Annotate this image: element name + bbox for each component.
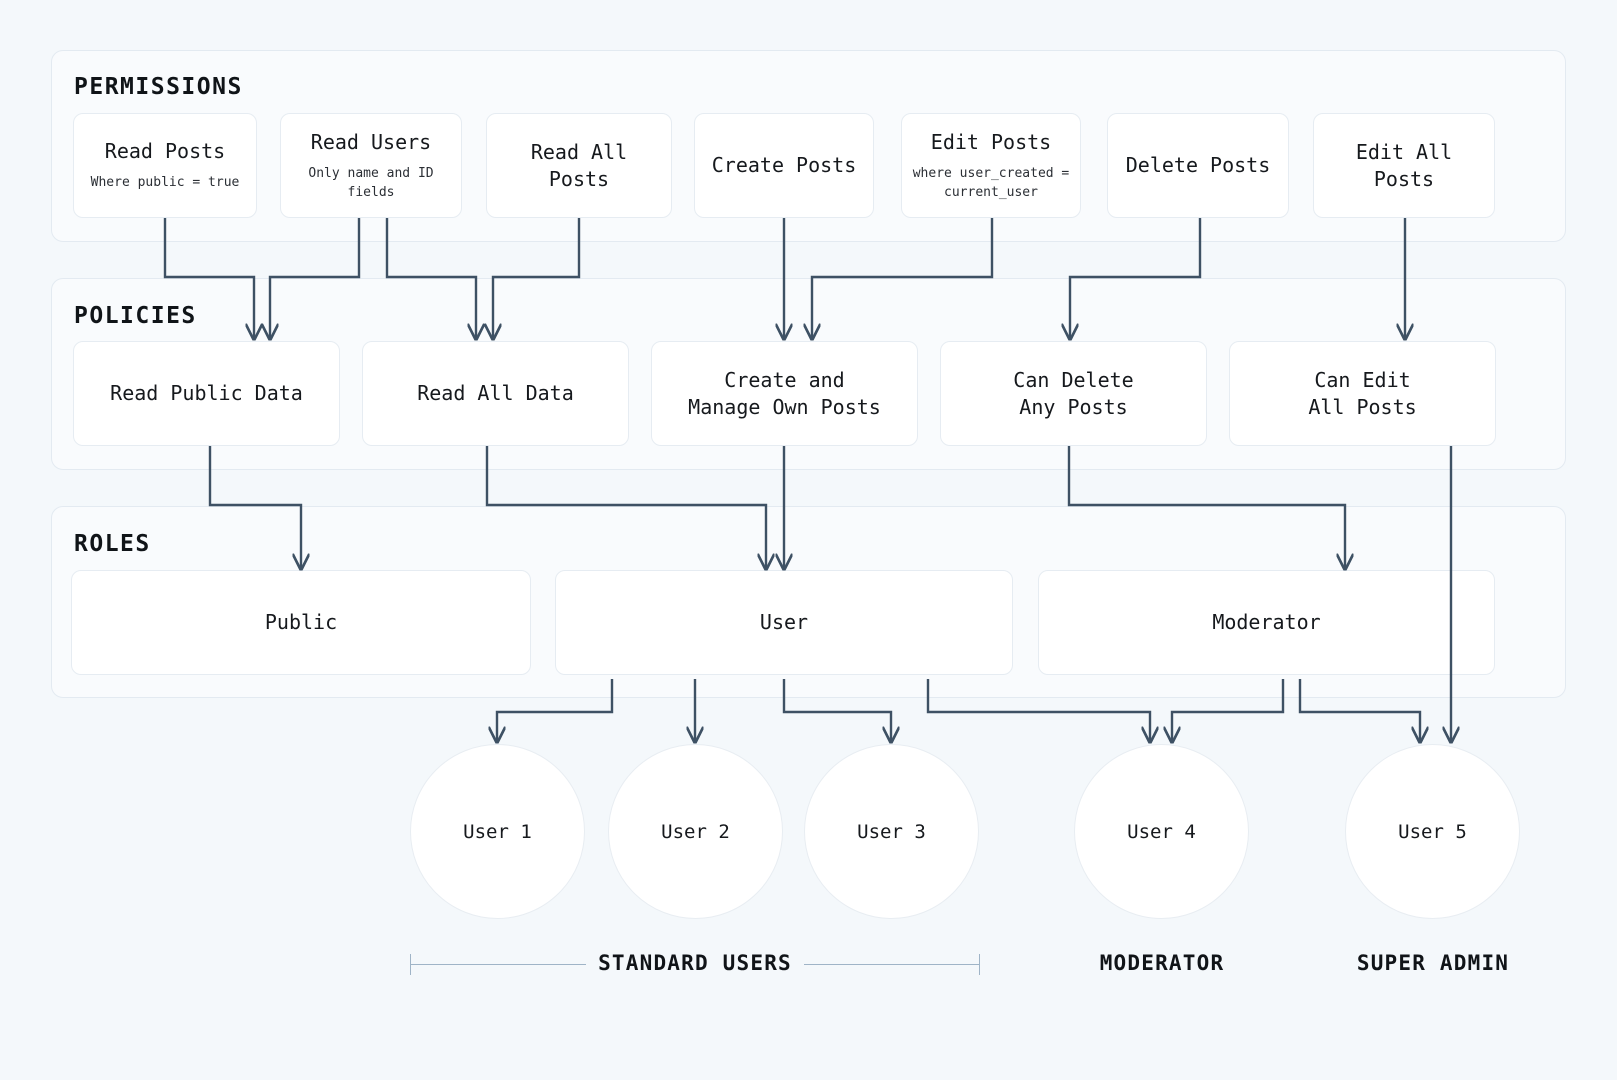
policy-label: Can Edit All Posts — [1308, 367, 1417, 419]
permission-sublabel: where user_created = current_user — [912, 166, 1070, 200]
role-node-moderator[interactable]: Moderator — [1038, 570, 1495, 675]
role-label: User — [759, 610, 809, 634]
permission-node-read-users[interactable]: Read Users Only name and ID fields — [280, 113, 462, 218]
policy-label: Can Delete Any Posts — [1013, 367, 1134, 419]
section-title-roles: ROLES — [74, 531, 151, 557]
user-circle-5[interactable]: User 5 — [1345, 744, 1520, 919]
standard-users-bracket — [410, 950, 980, 980]
permission-node-read-all-posts[interactable]: Read All Posts — [486, 113, 672, 218]
permission-node-edit-posts[interactable]: Edit Posts where user_created = current_… — [901, 113, 1081, 218]
bracket-line-right — [804, 964, 980, 965]
role-label: Moderator — [1212, 610, 1321, 634]
group-label-moderator: MODERATOR — [1099, 951, 1225, 975]
user-circle-4[interactable]: User 4 — [1074, 744, 1249, 919]
user-label: User 1 — [463, 820, 532, 843]
user-circle-1[interactable]: User 1 — [410, 744, 585, 919]
permission-node-delete-posts[interactable]: Delete Posts — [1107, 113, 1289, 218]
policy-node-can-edit-all-posts[interactable]: Can Edit All Posts — [1229, 341, 1496, 446]
permission-label: Delete Posts — [1125, 153, 1271, 177]
policy-node-read-public-data[interactable]: Read Public Data — [73, 341, 340, 446]
role-node-user[interactable]: User — [555, 570, 1013, 675]
policy-node-create-and-manage-own-posts[interactable]: Create and Manage Own Posts — [651, 341, 918, 446]
permission-label: Read Users — [310, 130, 432, 155]
section-title-permissions: PERMISSIONS — [74, 74, 243, 100]
permission-node-read-posts[interactable]: Read Posts Where public = true — [73, 113, 257, 218]
policy-label: Read Public Data — [110, 381, 303, 405]
group-label-standard-users: STANDARD USERS — [598, 951, 792, 975]
section-title-policies: POLICIES — [74, 303, 197, 329]
permission-node-edit-all-posts[interactable]: Edit All Posts — [1313, 113, 1495, 218]
bracket-cap-right — [979, 954, 980, 975]
bracket-line-left — [410, 964, 586, 965]
user-label: User 5 — [1398, 820, 1467, 843]
permission-label: Create Posts — [711, 153, 857, 177]
permission-sublabel: Where public = true — [90, 175, 240, 191]
role-node-public[interactable]: Public — [71, 570, 531, 675]
group-label-super-admin: SUPER ADMIN — [1356, 951, 1510, 975]
user-label: User 4 — [1127, 820, 1196, 843]
user-circle-2[interactable]: User 2 — [608, 744, 783, 919]
permission-label: Edit All Posts — [1355, 139, 1453, 191]
permission-label: Edit Posts — [930, 130, 1052, 155]
permission-label: Read All Posts — [530, 139, 628, 191]
user-label: User 3 — [857, 820, 926, 843]
policy-node-can-delete-any-posts[interactable]: Can Delete Any Posts — [940, 341, 1207, 446]
policy-node-read-all-data[interactable]: Read All Data — [362, 341, 629, 446]
permission-sublabel: Only name and ID fields — [308, 166, 434, 200]
policy-label: Read All Data — [417, 381, 574, 405]
permission-label: Read Posts — [104, 139, 226, 164]
user-circle-3[interactable]: User 3 — [804, 744, 979, 919]
policy-label: Create and Manage Own Posts — [688, 367, 881, 419]
role-label: Public — [264, 610, 338, 634]
user-label: User 2 — [661, 820, 730, 843]
permission-node-create-posts[interactable]: Create Posts — [694, 113, 874, 218]
